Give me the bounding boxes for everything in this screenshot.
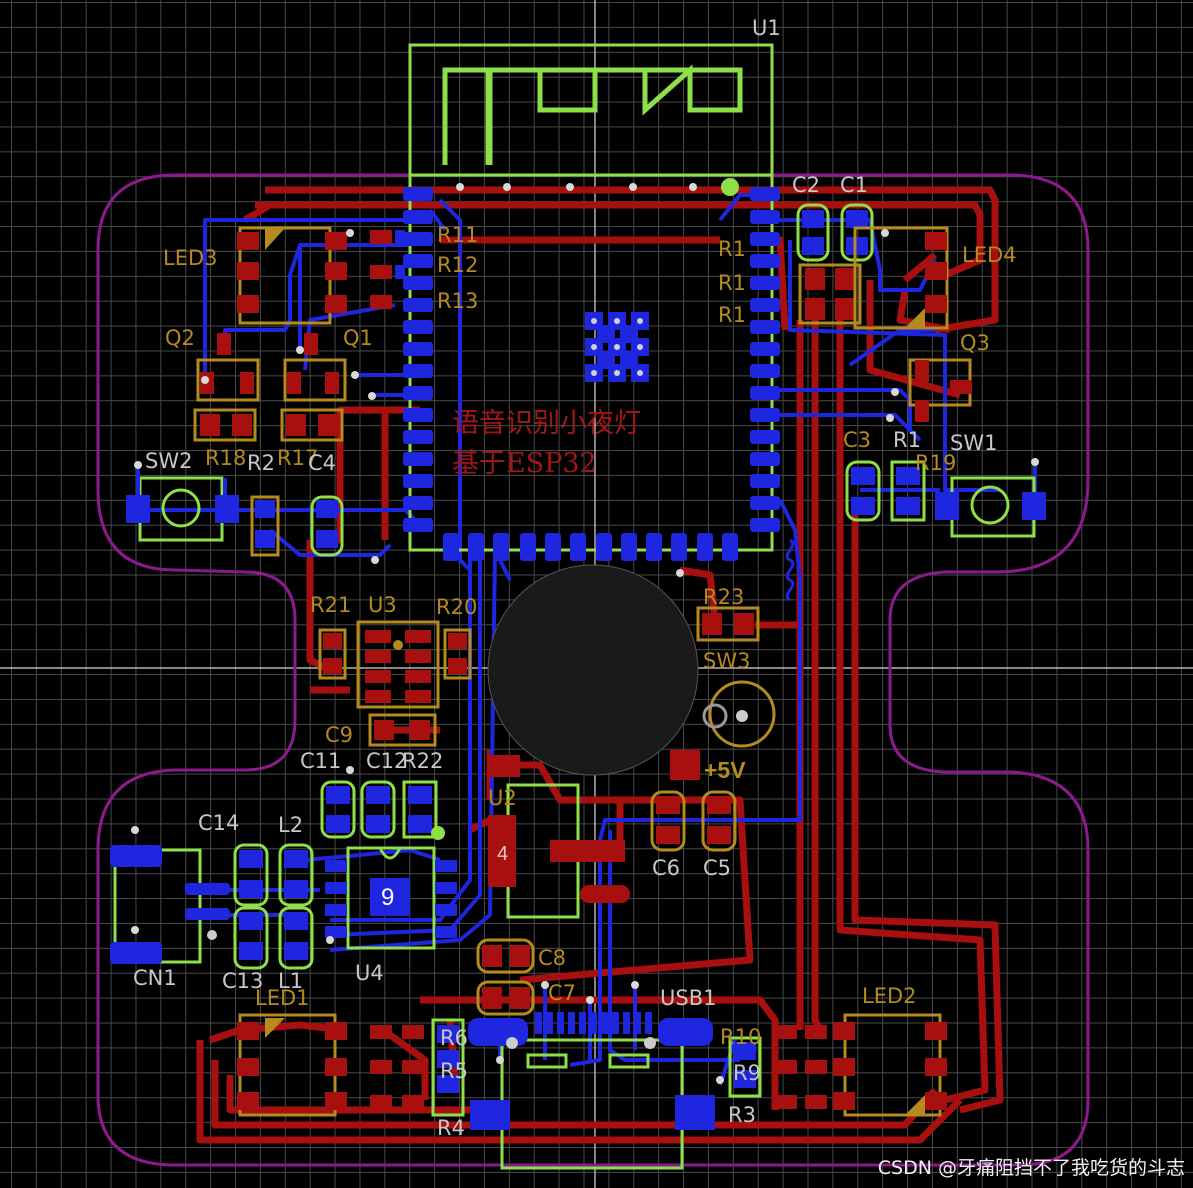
usb1-designator: USB1: [660, 986, 716, 1010]
sw2-designator: SW2: [145, 449, 192, 473]
led1-footprint: [237, 1013, 347, 1117]
top-copper-traces: [196, 186, 1004, 1144]
r4-designator: R4: [437, 1116, 465, 1140]
r13-designator: R13: [437, 289, 478, 313]
r20-designator: R20: [436, 595, 477, 619]
c6-designator: C6: [652, 856, 680, 880]
cn1-designator: CN1: [133, 966, 177, 990]
q1-designator: Q1: [343, 326, 373, 350]
r10-designator: R10: [720, 1025, 761, 1049]
u3-footprint: [318, 620, 472, 747]
l1-designator: L1: [278, 969, 303, 993]
l2-designator: L2: [278, 813, 303, 837]
led2-designator: LED2: [862, 984, 917, 1008]
c11-c12-r22-pads: [320, 780, 445, 840]
board-title-line1: 语音识别小夜灯: [452, 408, 641, 439]
power-label: +5V: [704, 757, 746, 783]
led3-footprint: [237, 226, 347, 325]
r2-c4-pads: [250, 495, 344, 557]
u1-bottom-pads: [443, 533, 738, 561]
u2-designator: U2: [488, 786, 517, 810]
r18-designator: R18: [205, 446, 246, 470]
r3-designator: R3: [728, 1103, 756, 1127]
watermark-text: CSDN @牙痛阻挡不了我吃货的斗志: [877, 1157, 1185, 1179]
c8-c7-pads: [476, 938, 535, 1016]
r4-r3-pads: [431, 1018, 762, 1117]
r22-designator: R22: [402, 749, 443, 773]
r19-designator: R19: [915, 451, 956, 475]
c7-designator: C7: [548, 981, 576, 1005]
u1-thermal-pad-grid: [585, 312, 649, 382]
c1-designator: C1: [840, 173, 868, 197]
c2-designator: C2: [792, 173, 820, 197]
c12-designator: C12: [366, 749, 407, 773]
c14-l2-c13-l1-pads: [233, 843, 314, 970]
r23-sw3-footprint: [696, 606, 776, 748]
r23-designator: R23: [703, 585, 744, 609]
led2-footprint: [833, 1013, 947, 1117]
c4-designator: C4: [308, 451, 336, 475]
c3-designator: C3: [843, 428, 871, 452]
c14-designator: C14: [198, 811, 239, 835]
resistor-array-r11-r13: [370, 230, 405, 309]
c8-designator: C8: [538, 946, 566, 970]
c9-designator: C9: [325, 723, 353, 747]
r5-designator: R5: [440, 1059, 468, 1083]
esp32-module-u1: [408, 43, 774, 552]
u4-designator: U4: [355, 961, 384, 985]
r11-designator: R11: [437, 223, 478, 247]
r6-designator: R6: [440, 1026, 468, 1050]
c13-designator: C13: [222, 969, 263, 993]
u1-right-pads: [750, 187, 780, 532]
r18-r17-pads: [193, 408, 344, 442]
speaker-footprint: [487, 564, 699, 776]
q2-designator: Q2: [165, 326, 195, 350]
u1-designator: U1: [752, 16, 781, 40]
board-title-line2: 基于ESP32: [452, 448, 597, 479]
u1-left-pads: [403, 187, 433, 532]
c6-c5-pads: [650, 790, 737, 852]
r1-designator-b: R1: [718, 271, 746, 295]
r2-designator: R2: [247, 451, 275, 475]
vias: [131, 229, 1039, 1084]
u2-pin-number: 4: [497, 843, 508, 865]
usb1-connector: [468, 1012, 715, 1170]
board-outline: [96, 173, 1090, 1167]
led4-designator: LED4: [962, 243, 1017, 267]
sw2-footprint: [126, 465, 239, 542]
c5-designator: C5: [703, 856, 731, 880]
u2-footprint: [488, 750, 700, 919]
sw3-designator: SW3: [703, 649, 750, 673]
u4-pin-number: 9: [381, 884, 394, 911]
r1-designator-a: R1: [718, 237, 746, 261]
bottom-meander-trace: [785, 538, 795, 602]
r1-designator-c: R1: [718, 303, 746, 327]
resistors-left-bottom: [370, 1025, 424, 1109]
led3-designator: LED3: [163, 246, 218, 270]
r9-designator: R9: [733, 1061, 761, 1085]
cn1-connector: [110, 845, 230, 964]
r21-designator: R21: [310, 593, 351, 617]
sw1-designator: SW1: [950, 431, 997, 455]
c3-r1-r19-pads: [845, 460, 926, 522]
r17-designator: R17: [277, 446, 318, 470]
c11-designator: C11: [300, 749, 341, 773]
led1-designator: LED1: [255, 986, 310, 1010]
q1-footprint: [283, 333, 347, 402]
sw1-footprint: [935, 476, 1046, 538]
c2-c1-pads: [796, 203, 874, 325]
led4-footprint: [853, 226, 949, 330]
u4-footprint: [325, 846, 457, 950]
u3-designator: U3: [368, 593, 397, 617]
q3-designator: Q3: [960, 331, 990, 355]
q3-footprint: [908, 358, 972, 422]
r1-designator-right: R1: [893, 428, 921, 452]
r12-designator: R12: [437, 253, 478, 277]
resistors-right-bottom: [775, 1025, 827, 1109]
